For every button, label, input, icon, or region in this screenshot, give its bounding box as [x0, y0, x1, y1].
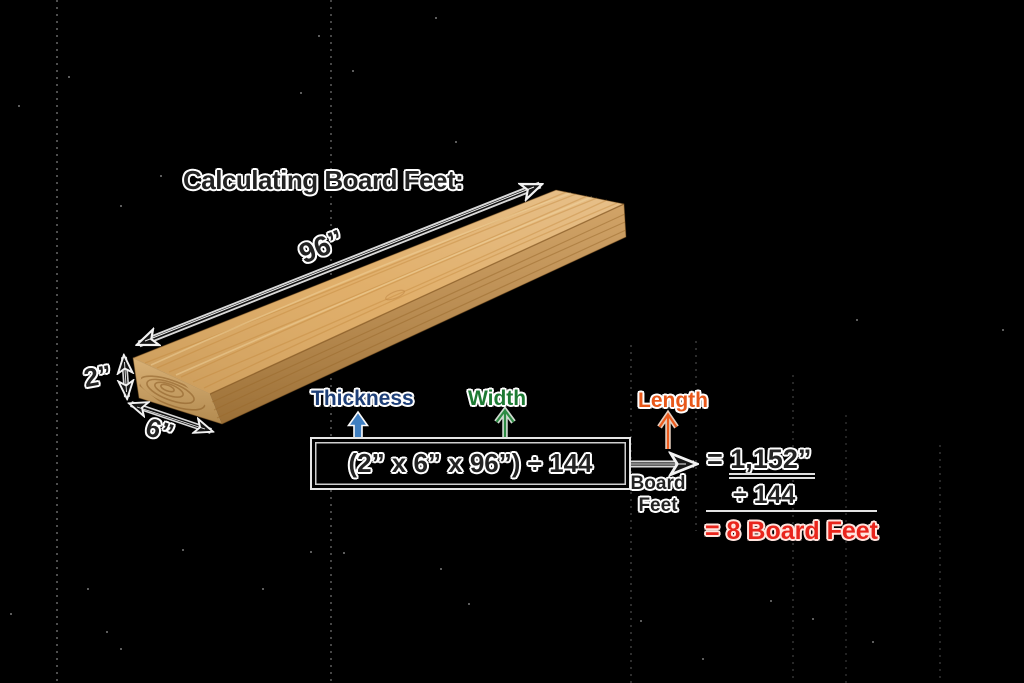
result-divider-line — [706, 510, 877, 512]
width-label: Width — [468, 387, 527, 410]
page-title: Calculating Board Feet: — [183, 165, 464, 195]
dotted-artifact-line — [939, 445, 941, 683]
board-top-shading — [133, 190, 624, 394]
dotted-artifact-line — [630, 345, 632, 683]
thickness-label: Thickness — [311, 387, 414, 410]
width-dimension-arrow — [131, 404, 211, 431]
numerator-underline — [729, 473, 815, 479]
formula-box: (2” x 6” x 96”) ÷ 144 — [310, 437, 631, 490]
dotted-artifact-line — [695, 341, 697, 531]
board-feet-label-line1: Board — [630, 473, 686, 494]
board-feet-label-line2: Feet — [638, 495, 678, 516]
length-dimension-arrow — [139, 181, 540, 348]
thickness-dimension-value: 2” — [81, 358, 114, 394]
length-pointer-arrow — [657, 409, 679, 449]
denominator-value: ÷ 144 — [733, 481, 796, 509]
numerator-value: = 1,152” — [707, 444, 812, 474]
dotted-artifact-line — [845, 415, 847, 683]
length-label: Length — [638, 389, 708, 412]
board-feet-arrow-label: Board Feet — [622, 473, 694, 517]
board-edge-line — [132, 357, 211, 395]
dotted-artifact-line — [792, 375, 794, 683]
board-outline — [132, 189, 627, 425]
thickness-dimension-arrow — [124, 357, 127, 397]
final-result: = 8 Board Feet — [705, 517, 878, 545]
dotted-artifact-line — [56, 0, 58, 683]
formula-expression: (2” x 6” x 96”) ÷ 144 — [348, 448, 593, 478]
width-pointer-arrow — [494, 405, 516, 437]
thickness-pointer-arrow — [346, 410, 370, 439]
